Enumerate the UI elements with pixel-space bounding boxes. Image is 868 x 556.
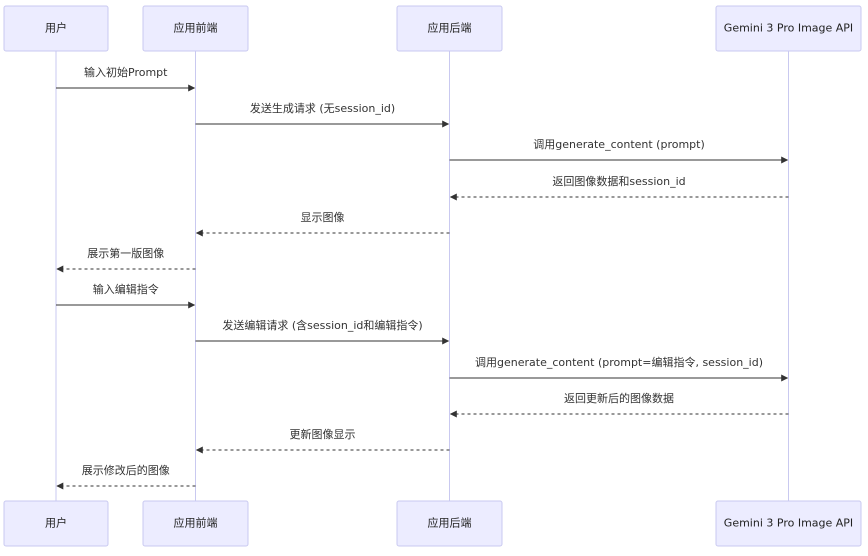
participant-box [3,500,109,547]
message-label: 显示图像 [301,211,345,224]
message-label: 输入编辑指令 [93,282,159,296]
message-7: 输入编辑指令 [56,282,196,309]
message-6: 展示第一版图像 [56,246,196,273]
message-label: 输入初始Prompt [84,65,168,79]
participant-box [715,5,862,52]
message-3: 调用generate_content (prompt) [449,138,789,164]
participant-user-bottom: 用户 [3,500,109,547]
message-label: 调用generate_content (prompt=编辑指令, session… [475,355,763,369]
participant-label: Gemini 3 Pro Image API [724,517,853,530]
message-label: 更新图像显示 [290,427,356,441]
message-8: 发送编辑请求 (含session_id和编辑指令) [195,318,450,345]
participant-label: Gemini 3 Pro Image API [724,22,853,35]
participant-frontend-bottom: 应用前端 [142,500,249,547]
participant-user-top: 用户 [3,5,109,52]
participant-box [3,5,109,52]
message-label: 发送编辑请求 (含session_id和编辑指令) [222,318,422,332]
participant-box [396,500,503,547]
message-label: 返回更新后的图像数据 [564,391,674,405]
message-12: 展示修改后的图像 [56,463,196,490]
message-4: 返回图像数据和session_id [449,174,789,201]
participant-backend-bottom: 应用后端 [396,500,503,547]
message-9: 调用generate_content (prompt=编辑指令, session… [449,355,789,382]
participant-box [142,5,249,52]
message-5: 显示图像 [195,211,450,237]
message-label: 返回图像数据和session_id [552,174,685,188]
message-label: 展示第一版图像 [87,246,164,260]
message-label: 展示修改后的图像 [82,463,170,477]
message-10: 返回更新后的图像数据 [449,391,789,418]
participant-box [396,5,503,52]
participant-label: 用户 [45,21,67,35]
message-1: 输入初始Prompt [56,65,196,92]
participant-label: 用户 [45,516,67,530]
participant-label: 应用后端 [428,516,472,530]
participant-box [715,500,862,547]
message-label: 调用generate_content (prompt) [533,138,705,151]
message-11: 更新图像显示 [195,427,450,454]
participant-frontend-top: 应用前端 [142,5,249,52]
participant-box [142,500,249,547]
participant-label: 应用后端 [428,21,472,35]
message-2: 发送生成请求 (无session_id) [195,101,450,128]
participant-backend-top: 应用后端 [396,5,503,52]
participant-label: 应用前端 [174,516,218,530]
participant-api-top: Gemini 3 Pro Image API [715,5,862,52]
message-label: 发送生成请求 (无session_id) [250,101,395,115]
participant-api-bottom: Gemini 3 Pro Image API [715,500,862,547]
participant-label: 应用前端 [174,21,218,35]
